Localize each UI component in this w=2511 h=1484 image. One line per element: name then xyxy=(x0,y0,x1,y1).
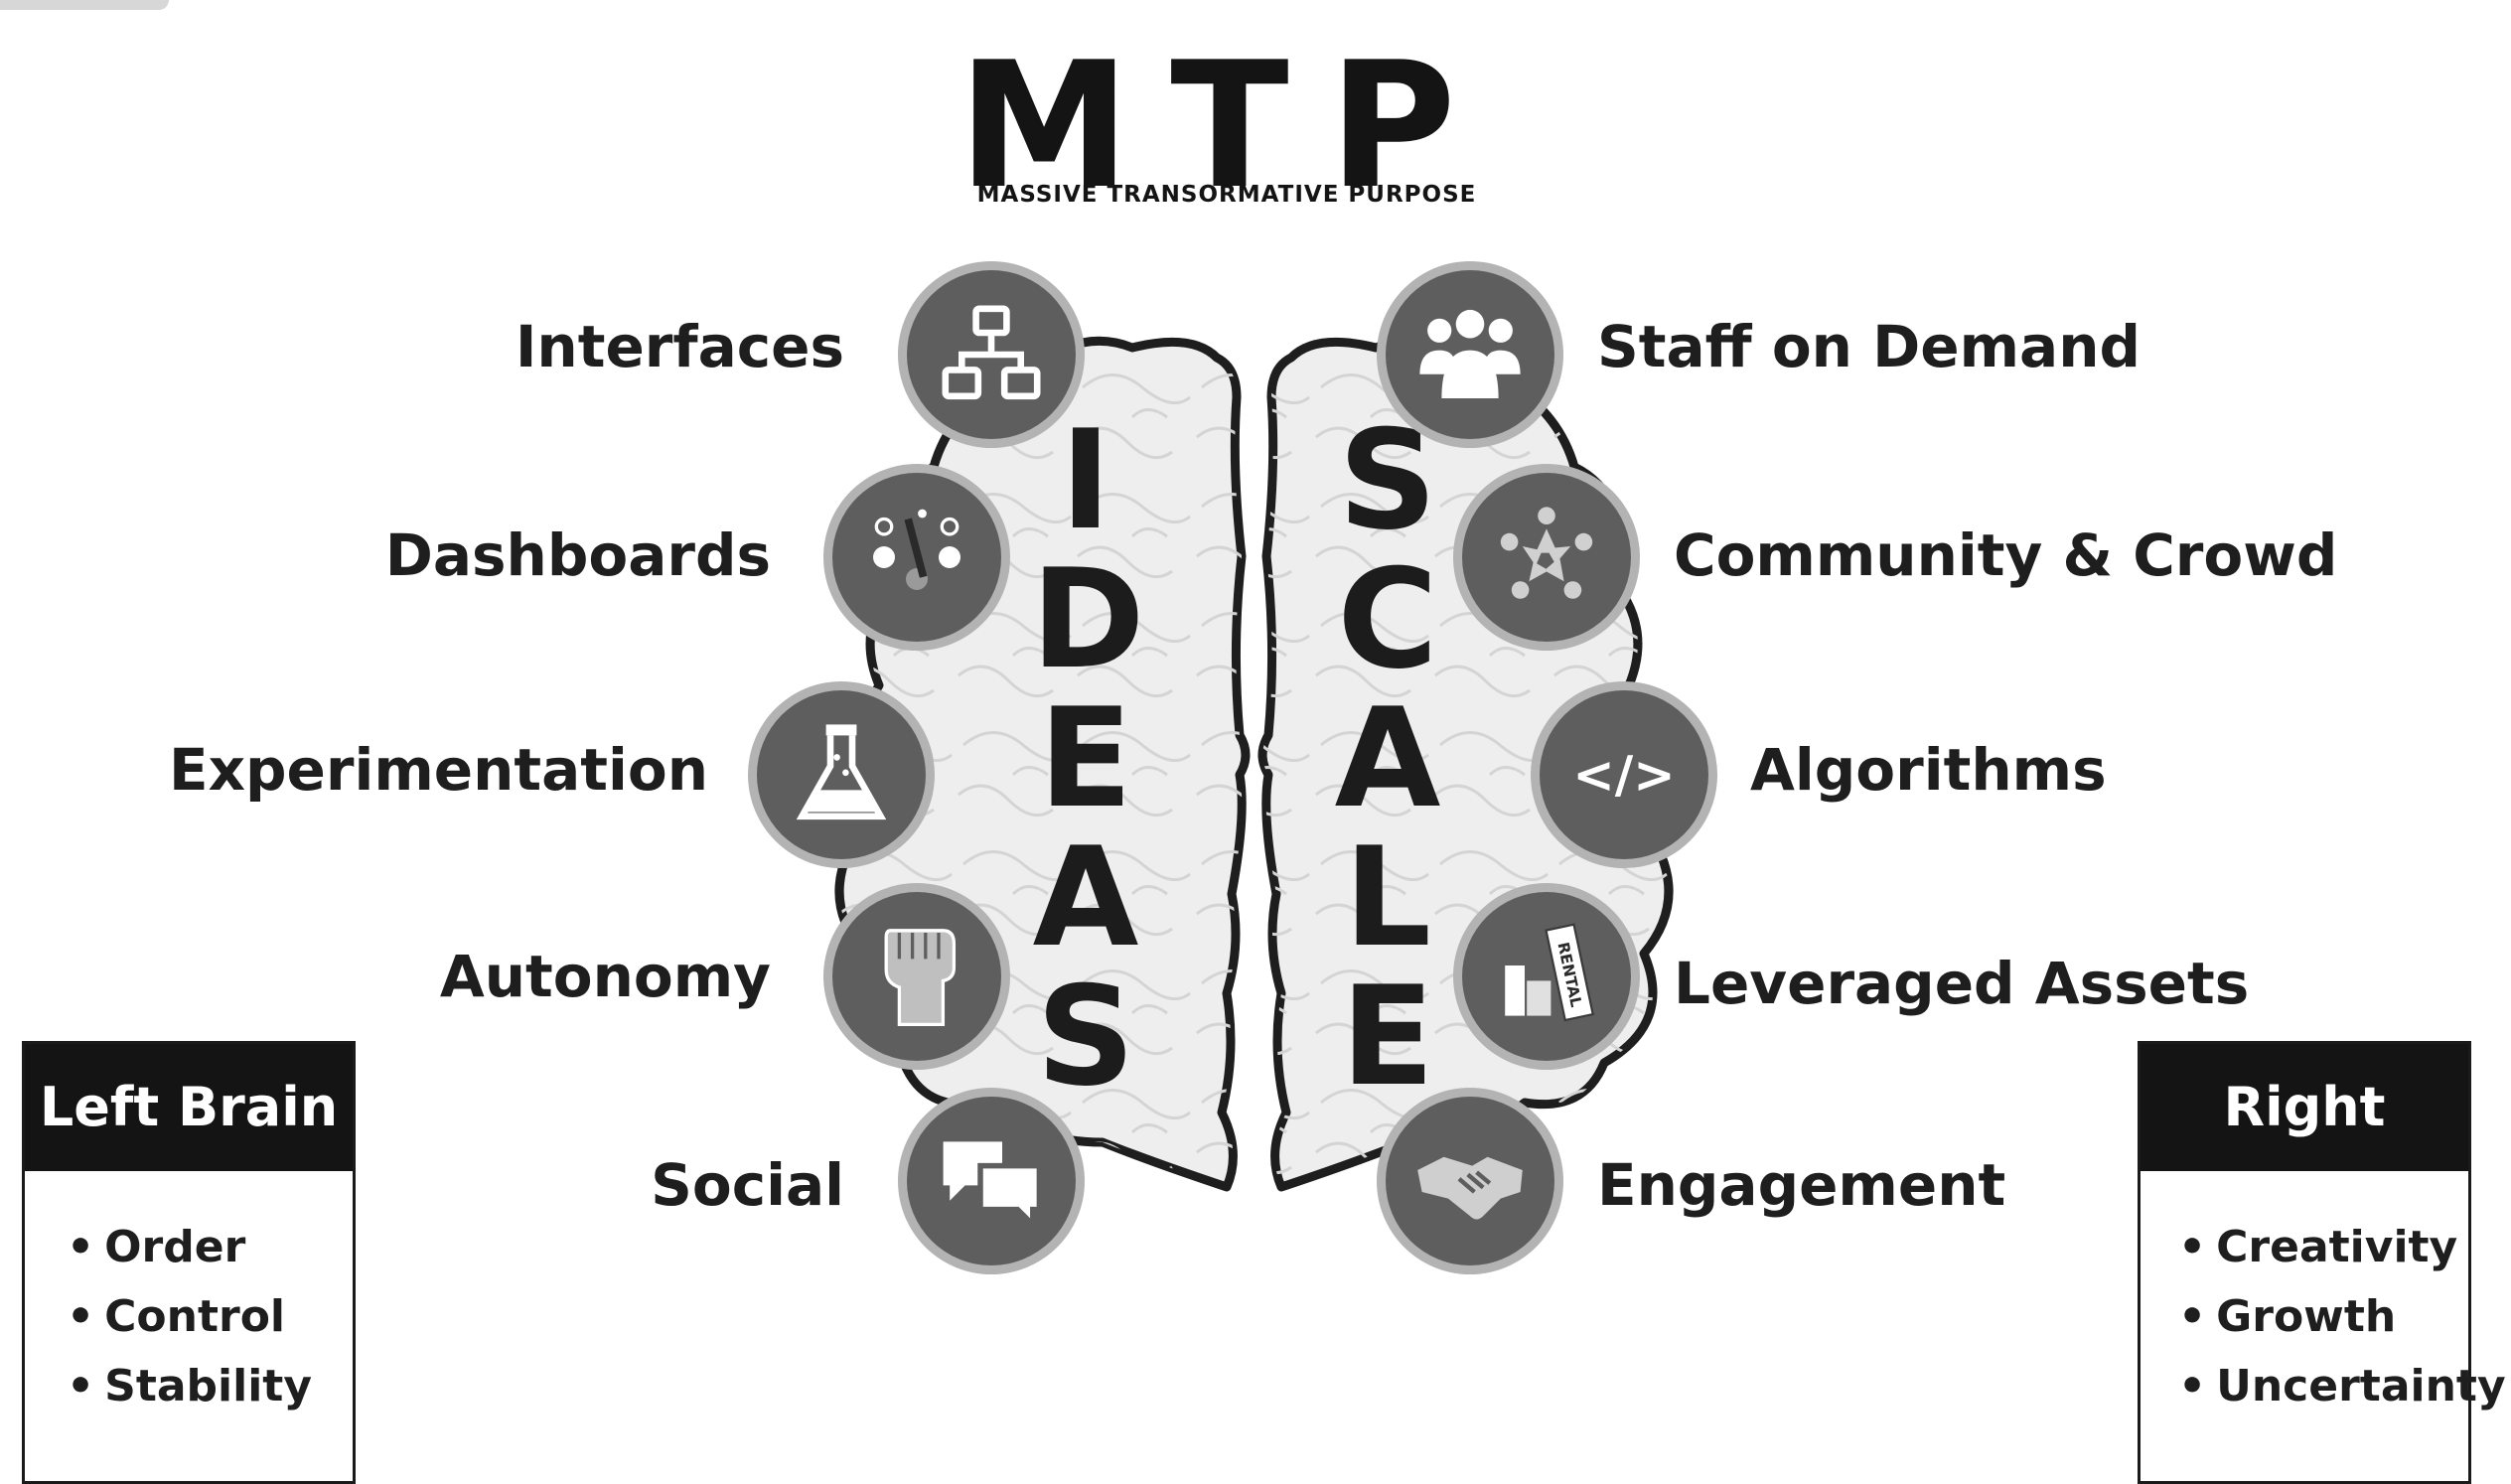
list-item: Stability xyxy=(67,1352,353,1421)
left-brain-box: Left Brain Order Control Stability xyxy=(22,1041,356,1484)
flowchart-icon xyxy=(907,270,1076,439)
dashboard-gauge-icon xyxy=(832,473,1001,642)
right-brain-list: Creativity Growth Uncertainty xyxy=(2141,1171,2506,1421)
label-social: Social xyxy=(651,1151,844,1219)
label-engagement: Engagement xyxy=(1597,1151,2006,1219)
list-item: Creativity xyxy=(2178,1213,2468,1282)
list-item: Uncertainty xyxy=(2178,1352,2506,1421)
ideas-letter-d: D xyxy=(1031,539,1145,699)
code-brackets-icon: </> xyxy=(1540,690,1708,859)
scale-letter-a: A xyxy=(1334,678,1441,838)
code-brackets-text: </> xyxy=(1572,746,1675,805)
scale-letter-s: S xyxy=(1338,400,1437,560)
speech-bubbles-icon xyxy=(907,1097,1076,1265)
list-item: Growth xyxy=(2178,1282,2468,1352)
community-circle-icon xyxy=(1462,473,1631,642)
top-tab xyxy=(0,0,169,10)
right-brain-box: Right Brain Creativity Growth Uncertaint… xyxy=(2138,1041,2506,1484)
list-item: Order xyxy=(67,1213,353,1282)
label-leveraged-assets: Leveraged Assets xyxy=(1674,950,2250,1017)
raised-fist-icon xyxy=(832,892,1001,1061)
right-brain-title: Right Brain xyxy=(2141,1044,2468,1265)
ideas-letter-i: I xyxy=(1060,400,1111,560)
people-group-icon xyxy=(1386,270,1554,439)
label-interfaces: Interfaces xyxy=(515,313,844,380)
label-dashboards: Dashboards xyxy=(384,521,771,589)
flask-icon xyxy=(757,690,926,859)
page-subtitle: MASSIVE TRANSORMATIVE PURPOSE xyxy=(976,182,1477,208)
ideas-letter-s: S xyxy=(1036,957,1135,1116)
scale-letter-c: C xyxy=(1337,539,1438,699)
ideas-letter-a: A xyxy=(1032,817,1139,977)
label-algorithms: Algorithms xyxy=(1750,736,2107,804)
label-staff-on-demand: Staff on Demand xyxy=(1597,313,2142,380)
scale-letter-l: L xyxy=(1344,817,1431,977)
handshake-icon xyxy=(1386,1097,1554,1265)
page-title: MTP xyxy=(958,26,1496,227)
left-brain-list: Order Control Stability xyxy=(25,1171,353,1421)
label-experimentation: Experimentation xyxy=(169,736,709,804)
list-item: Control xyxy=(67,1282,353,1352)
left-brain-title: Left Brain xyxy=(25,1044,353,1171)
rental-assets-icon: RENTAL xyxy=(1462,892,1631,1061)
scale-letter-e: E xyxy=(1340,957,1435,1116)
ideas-letter-e: E xyxy=(1038,678,1133,838)
label-community-crowd: Community & Crowd xyxy=(1674,521,2338,589)
label-autonomy: Autonomy xyxy=(439,943,771,1010)
